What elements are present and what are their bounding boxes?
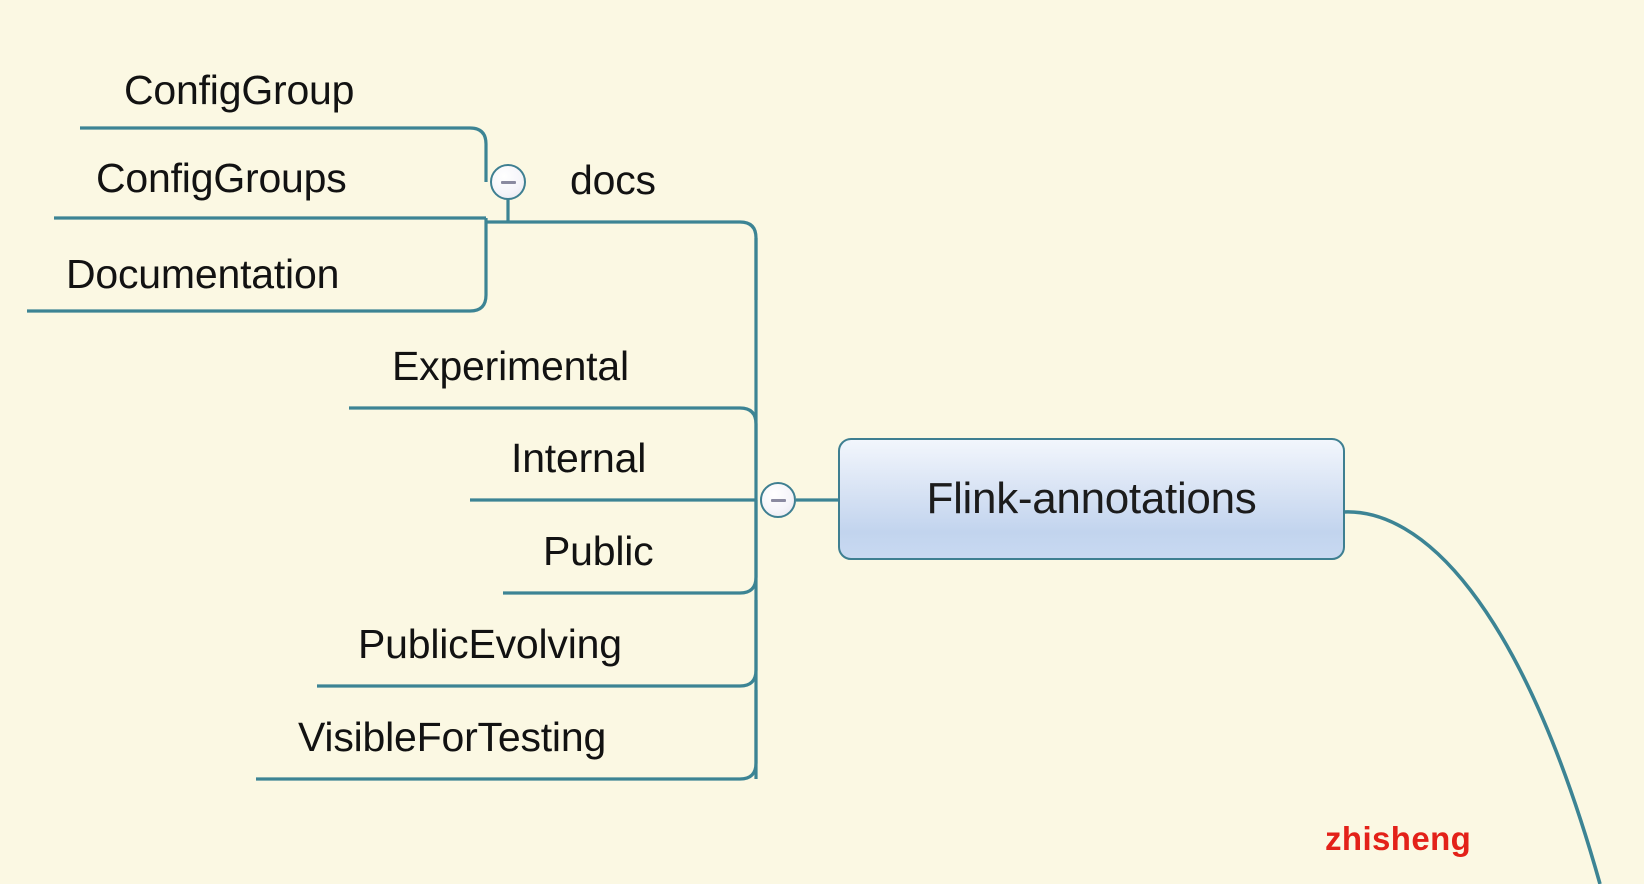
- minus-icon: [500, 180, 516, 184]
- node-label-config-group[interactable]: ConfigGroup: [124, 67, 355, 113]
- node-label-public[interactable]: Public: [543, 528, 654, 574]
- root-node-label: Flink-annotations: [926, 474, 1257, 523]
- root-node-flink-annotations[interactable]: Flink-annotations: [838, 438, 1345, 560]
- node-label-internal[interactable]: Internal: [511, 435, 647, 481]
- node-label-documentation[interactable]: Documentation: [66, 251, 340, 297]
- node-label-config-groups[interactable]: ConfigGroups: [96, 155, 347, 201]
- collapse-toggle-docs[interactable]: [490, 164, 526, 200]
- node-label-docs[interactable]: docs: [570, 157, 656, 203]
- watermark-zhisheng: zhisheng: [1325, 820, 1472, 857]
- minus-icon: [770, 498, 786, 502]
- node-label-public-evolving[interactable]: PublicEvolving: [358, 621, 622, 667]
- node-label-visible-for-testing[interactable]: VisibleForTesting: [298, 714, 607, 760]
- collapse-toggle-root[interactable]: [760, 482, 796, 518]
- node-label-experimental[interactable]: Experimental: [392, 343, 629, 389]
